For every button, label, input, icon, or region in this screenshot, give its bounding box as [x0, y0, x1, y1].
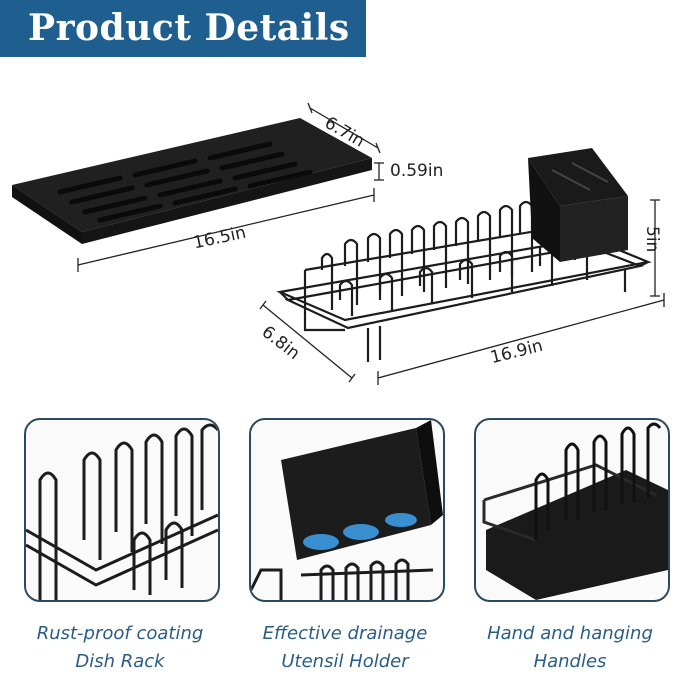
feature-caption-drainage: Effective drainage Utensil Holder	[232, 620, 458, 676]
handles-closeup	[482, 422, 668, 600]
drip-tray	[12, 118, 372, 244]
tray-height-label: 0.59in	[390, 161, 444, 181]
caption-line2: Handles	[533, 651, 607, 672]
feature-panel-rust-proof	[24, 418, 220, 602]
caption-line2: Utensil Holder	[281, 651, 409, 672]
tray-dimension-lines	[77, 102, 384, 272]
rack-dimension-lines	[259, 199, 665, 385]
product-illustration	[12, 102, 665, 385]
feature-panel-handles	[474, 418, 670, 602]
caption-line2: Dish Rack	[75, 651, 165, 672]
dish-rack-closeup	[26, 423, 218, 600]
utensil-holder	[528, 148, 628, 262]
rack-height-label: 5in	[642, 226, 662, 253]
caption-line1: Effective drainage	[262, 623, 428, 644]
caption-line1: Rust-proof coating	[36, 623, 204, 644]
utensil-holder-closeup	[251, 420, 443, 600]
product-details-banner: Product Details	[0, 0, 366, 57]
feature-panel-drainage	[249, 418, 445, 602]
caption-line1: Hand and hanging	[487, 623, 653, 644]
feature-caption-rust-proof: Rust-proof coating Dish Rack	[7, 620, 233, 676]
feature-caption-handles: Hand and hanging Handles	[457, 620, 679, 676]
